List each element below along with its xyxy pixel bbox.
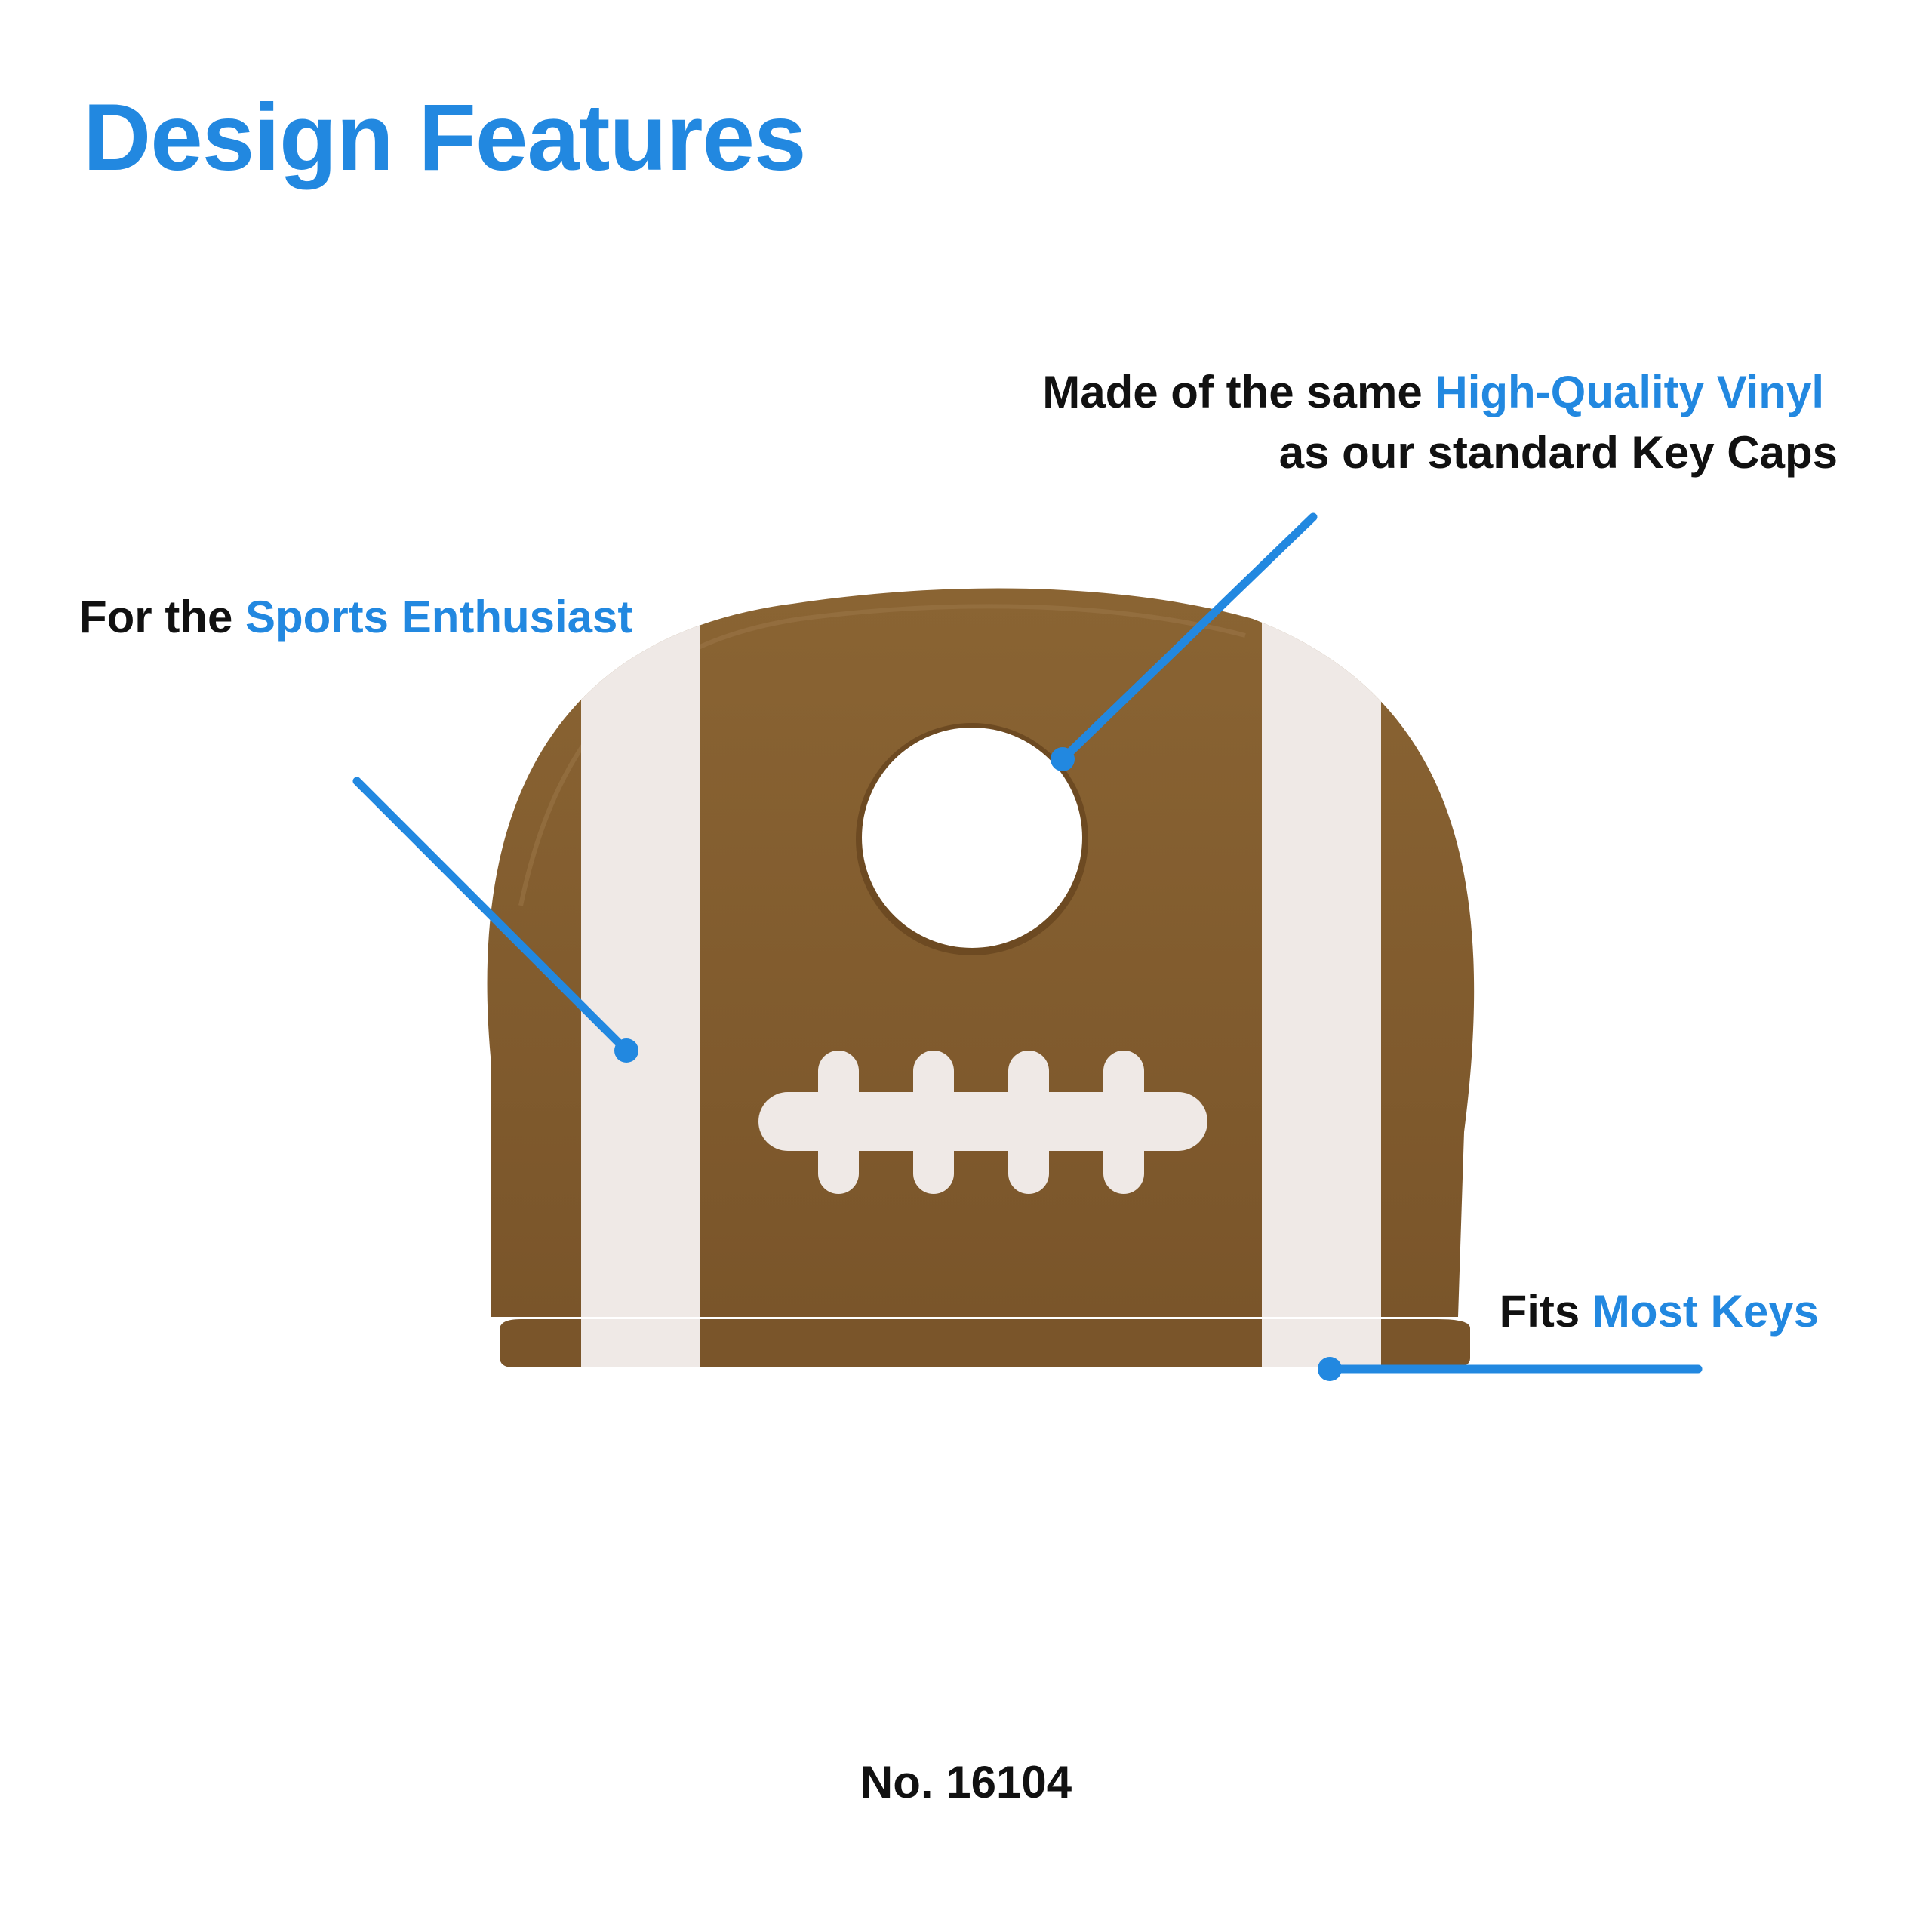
stripe-base-right: [1262, 1319, 1381, 1367]
model-number: No. 16104: [860, 1757, 1072, 1807]
callout-line-sports: [352, 777, 638, 1063]
callout-line-keys: [1318, 1357, 1703, 1381]
callout-most-keys: Fits Most Keys: [1500, 1281, 1819, 1342]
callout-vinyl-line1: Made of the same High-Quality Vinyl: [1042, 362, 1838, 423]
football-laces-icon: [758, 1051, 1208, 1194]
callout-sports-enthusiast: For the Sports Enthusiast: [79, 587, 632, 648]
key-hole-icon: [856, 723, 1088, 955]
callout-vinyl-prefix: Made of the same: [1042, 367, 1435, 417]
callout-dot-vinyl: [1051, 747, 1075, 771]
callout-dot-keys: [1318, 1357, 1342, 1381]
callout-vinyl-line2: as our standard Key Caps: [1278, 427, 1838, 478]
white-stripes: [581, 588, 1381, 1317]
callout-dot-sports: [614, 1038, 638, 1063]
page-title: Design Features: [83, 85, 807, 190]
callout-line-vinyl: [1051, 512, 1318, 771]
callout-vinyl-highlight: High-Quality Vinyl: [1435, 367, 1824, 417]
callout-keys-prefix: Fits: [1499, 1286, 1592, 1337]
callout-keys-highlight: Most Keys: [1592, 1286, 1819, 1337]
callout-high-quality-vinyl: Made of the same High-Quality Vinyl as o…: [1042, 362, 1838, 483]
stripe-base-left: [581, 1319, 700, 1367]
callout-sports-prefix: For the: [79, 592, 245, 642]
callout-sports-highlight: Sports Enthusiast: [245, 592, 633, 642]
